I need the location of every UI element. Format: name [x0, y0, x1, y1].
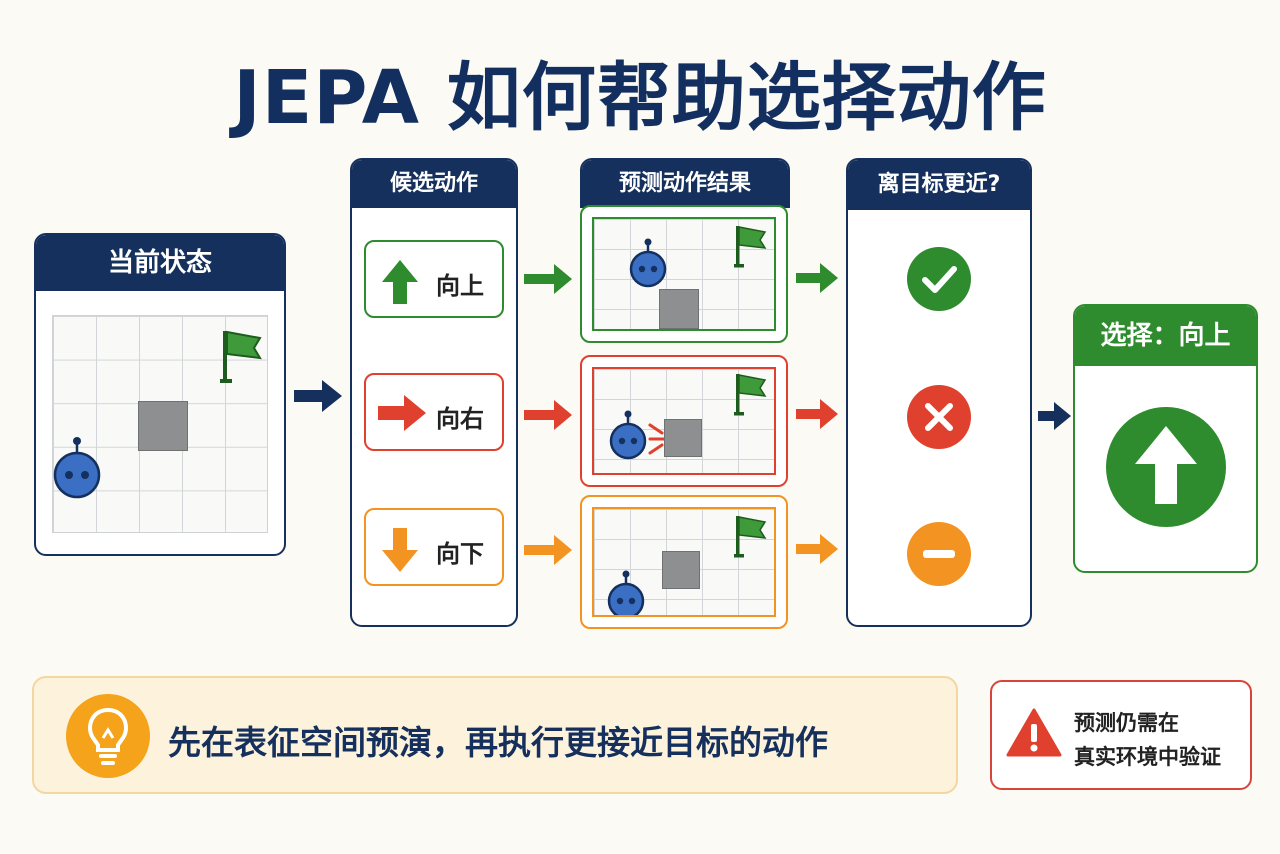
collision-icon	[648, 423, 666, 455]
current-state-header: 当前状态	[36, 235, 284, 291]
predictions-header: 预测动作结果	[582, 160, 788, 206]
option-up-label: 向上	[436, 272, 484, 300]
prediction-down-card	[580, 495, 788, 629]
obstacle-block	[664, 419, 702, 457]
predictions-header-panel: 预测动作结果	[580, 158, 790, 208]
candidates-header: 候选动作	[352, 160, 516, 208]
obstacle-block	[662, 551, 700, 589]
cross-icon	[907, 385, 971, 449]
robot-icon	[53, 437, 101, 499]
arrow-right-icon	[378, 395, 426, 431]
choice-panel: 选择：向上	[1073, 304, 1258, 573]
choice-header: 选择：向上	[1075, 306, 1256, 366]
goal-flag-icon	[220, 330, 262, 383]
arrow-green-icon	[796, 263, 838, 293]
arrow-red-icon	[796, 399, 838, 429]
goal-flag-icon	[734, 516, 767, 558]
prediction-right-card	[580, 355, 788, 487]
warning-line2: 真实环境中验证	[1074, 745, 1221, 769]
arrow-orange-icon	[796, 534, 838, 564]
obstacle-block	[138, 401, 188, 451]
check-icon	[907, 247, 971, 311]
goal-flag-icon	[734, 374, 767, 416]
option-down-button[interactable]: 向下	[364, 508, 504, 586]
current-state-panel: 当前状态	[34, 233, 286, 556]
arrow-down-icon	[382, 528, 418, 572]
arrow-orange-icon	[524, 535, 572, 565]
robot-icon	[607, 570, 645, 615]
warning-line1: 预测仍需在	[1074, 711, 1179, 735]
arrow-up-icon	[382, 260, 418, 304]
flow-arrow-icon	[1038, 402, 1071, 430]
minus-icon	[907, 522, 971, 586]
warning-icon	[1006, 708, 1062, 757]
obstacle-block	[659, 289, 699, 329]
tip-text: 先在表征空间预演，再执行更接近目标的动作	[168, 723, 828, 762]
robot-icon	[609, 410, 647, 460]
arrow-red-icon	[524, 400, 572, 430]
arrow-up-icon	[1106, 407, 1226, 527]
arrow-green-icon	[524, 264, 572, 294]
page-title: JEPA 如何帮助选择动作	[233, 55, 1047, 141]
option-up-button[interactable]: 向上	[364, 240, 504, 318]
option-right-label: 向右	[436, 405, 484, 433]
flow-arrow-icon	[294, 380, 342, 412]
lightbulb-icon	[66, 694, 150, 778]
option-down-label: 向下	[436, 540, 484, 568]
prediction-right-grid	[592, 367, 776, 475]
goal-flag-icon	[734, 226, 767, 268]
robot-icon	[629, 238, 667, 288]
option-right-button[interactable]: 向右	[364, 373, 504, 451]
warning-box: 预测仍需在 真实环境中验证	[990, 680, 1252, 790]
prediction-up-grid	[592, 217, 776, 331]
evaluation-header: 离目标更近?	[848, 160, 1030, 210]
prediction-down-grid	[592, 507, 776, 617]
tip-banner: 先在表征空间预演，再执行更接近目标的动作	[32, 676, 958, 794]
prediction-up-card	[580, 205, 788, 343]
